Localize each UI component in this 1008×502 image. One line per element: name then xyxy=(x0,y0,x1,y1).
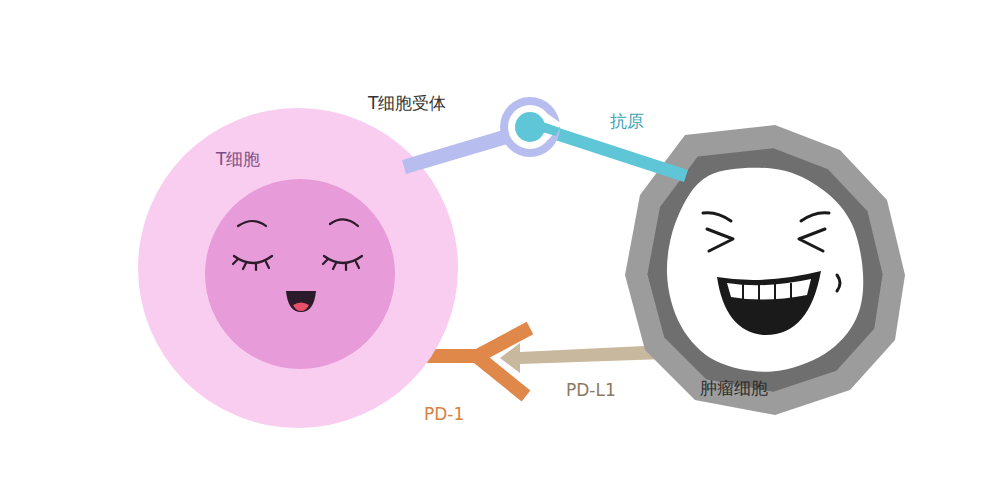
part-label: PD-L1 xyxy=(566,380,616,400)
pd-l1-arrow xyxy=(500,343,665,373)
cell-name: 肿瘤细胞 xyxy=(700,377,768,400)
cell-name: T细胞 xyxy=(216,148,260,171)
t-cell-shape xyxy=(138,108,458,428)
part-label: 抗原 xyxy=(610,110,644,133)
tumor-cell-shape xyxy=(625,125,905,415)
t-cell: T细胞 xyxy=(138,108,458,428)
part-label: PD-1 xyxy=(424,404,464,424)
tumor-cell: 肿瘤细胞 xyxy=(625,125,905,415)
part-label: T细胞受体 xyxy=(368,92,446,115)
